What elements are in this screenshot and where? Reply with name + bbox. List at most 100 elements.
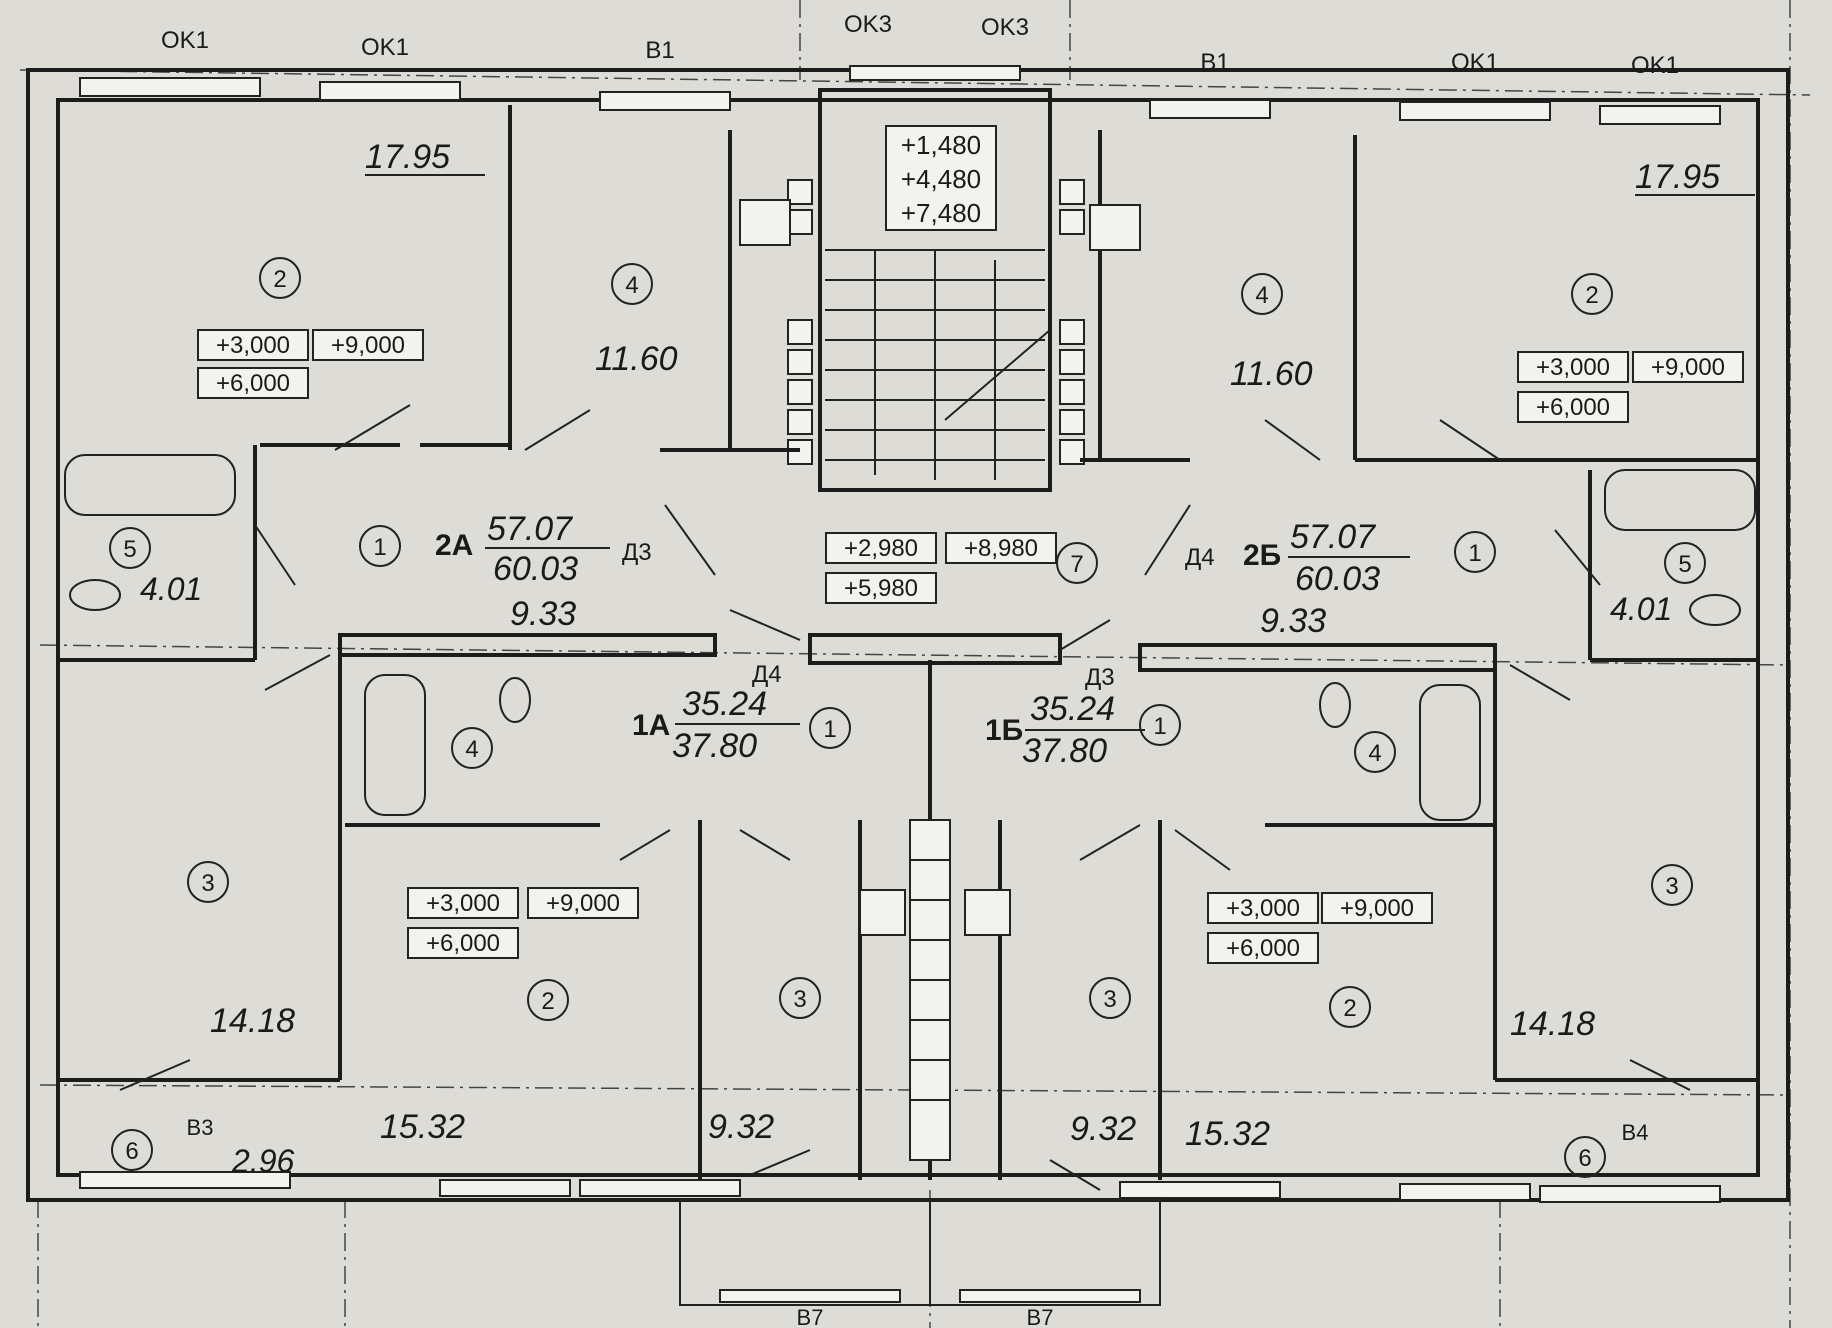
room-number-4-top-left: 4 [611,263,653,305]
apartment-2a: 2A 57.07 60.03 [435,510,610,588]
svg-text:2: 2 [1585,282,1598,309]
apartment-2a-total-area: 60.03 [493,550,578,588]
door-swings [119,404,1691,1191]
room-number-2-bottom-right: 2 [1329,986,1371,1028]
svg-text:1: 1 [373,534,386,561]
stair-treads [825,249,1051,480]
area-l-loggia: 2.96 [231,1143,294,1179]
door-label-d4-center: Д4 [752,661,782,688]
area-l-bath: 4.01 [140,571,202,607]
elevation-box-hall: +2,980 +8,980 +5,980 [825,532,1057,604]
room-number-1-1a: 1 [809,707,851,749]
room-number-4-top-right: 4 [1241,273,1283,315]
window-label-b1-b: B1 [1200,49,1229,76]
room-number-2-top-left: 2 [259,257,301,299]
svg-text:5: 5 [123,536,136,563]
hall-elevation-3: +5,980 [844,575,918,602]
room-number-3-center-right: 3 [1089,977,1131,1019]
room-number-3-center-left: 3 [779,977,821,1019]
hall-elevation-1: +2,980 [844,535,918,562]
room-number-2-bottom-left: 2 [527,979,569,1021]
svg-text:2: 2 [541,988,554,1015]
svg-text:4: 4 [625,272,638,299]
svg-text:2: 2 [273,266,286,293]
window-label-b7-b: B7 [1027,1305,1054,1328]
area-tr-room: 17.95 [1635,158,1720,196]
svg-text:6: 6 [1578,1145,1591,1172]
svg-text:5: 5 [1678,551,1691,578]
elevation-box-bottom-right: +3,000 +9,000 +6,000 [1207,892,1433,964]
elevation-br-2: +9,000 [1340,895,1414,922]
svg-text:1: 1 [823,716,836,743]
room-number-3-right: 3 [1651,864,1693,906]
window-label-ok3-b: OK3 [981,14,1029,41]
stair-elevation-3: +7,480 [901,198,981,228]
bathtub-right-bottom [1419,684,1481,821]
svg-text:7: 7 [1070,551,1083,578]
elevation-box-top-left: +3,000 +9,000 +6,000 [197,329,424,399]
apartment-1b-living-area: 35.24 [1030,690,1115,728]
room-number-7: 7 [1056,542,1098,584]
bathtub-right-top [1604,469,1756,531]
room-number-5-right: 5 [1664,542,1706,584]
svg-text:2: 2 [1343,995,1356,1022]
window-label-ok1-a: OK1 [161,27,209,54]
bathtub-left-bottom [364,674,426,816]
room-number-1-2b: 1 [1454,531,1496,573]
outer-walls [26,65,1790,1203]
apartment-1a-label: 1A [632,709,670,742]
door-label-d3-center: Д3 [1085,664,1115,691]
elevation-tl-1: +3,000 [216,332,290,359]
room-areas: 17.95 17.95 11.60 11.60 9.33 9.33 4.01 4… [140,138,1755,1179]
elevation-tr-2: +9,000 [1651,354,1725,381]
room-number-6-right: 6 [1564,1136,1606,1178]
elevation-bl-1: +3,000 [426,890,500,917]
elevation-bl-3: +6,000 [426,930,500,957]
stair-elevation-1: +1,480 [901,130,981,160]
vent-shafts-right [1059,179,1085,465]
area-tl-kitchen: 11.60 [595,340,678,378]
window-label-ok1-c: OK1 [1451,49,1499,76]
svg-text:6: 6 [125,1138,138,1165]
svg-text:3: 3 [793,986,806,1013]
door-label-d4-right: Д4 [1185,544,1215,571]
window-label-b3: B3 [187,1115,214,1140]
window-label-ok1-b: OK1 [361,34,409,61]
stair-elevation-2: +4,480 [901,164,981,194]
window-label-b1-a: B1 [645,37,674,64]
hall-elevation-2: +8,980 [964,535,1038,562]
elevation-tr-3: +6,000 [1536,394,1610,421]
room-number-2-top-right: 2 [1571,273,1613,315]
door-labels: Д3 Д4 Д4 Д3 [622,539,1215,691]
vent-shafts-left [787,179,813,465]
elevation-tl-3: +6,000 [216,370,290,397]
svg-text:3: 3 [1665,873,1678,900]
apartment-1b: 1Б 35.24 37.80 [985,690,1145,770]
apartment-1b-label: 1Б [985,714,1023,747]
svg-text:4: 4 [465,736,478,763]
room-number-1-2a: 1 [359,525,401,567]
apartment-2b-living-area: 57.07 [1290,518,1376,556]
elevation-box-top-right: +3,000 +9,000 +6,000 [1517,351,1744,423]
apartment-1b-total-area: 37.80 [1022,732,1107,770]
room-number-5-left: 5 [109,527,151,569]
area-r-hall: 9.33 [1260,602,1326,640]
window-labels: OK1 OK1 B1 OK3 OK3 B1 OK1 OK1 B3 B4 B7 B… [161,11,1679,1328]
elevation-bl-2: +9,000 [546,890,620,917]
room-number-1-1b: 1 [1139,704,1181,746]
lower-vent-column [909,819,951,1161]
area-r-bath: 4.01 [1610,591,1672,627]
apartment-2a-living-area: 57.07 [487,510,573,548]
area-l-hall: 9.33 [510,595,576,633]
elevation-tl-2: +9,000 [331,332,405,359]
svg-text:4: 4 [1368,740,1381,767]
area-r-room3: 14.18 [1510,1005,1595,1043]
room-number-3-left: 3 [187,861,229,903]
apartment-1a: 1A 35.24 37.80 [632,685,800,765]
elevation-tr-1: +3,000 [1536,354,1610,381]
apartment-2b-total-area: 60.03 [1295,560,1380,598]
elevation-br-1: +3,000 [1226,895,1300,922]
apartment-2a-label: 2A [435,529,473,562]
bathtub-left-top [64,454,236,516]
